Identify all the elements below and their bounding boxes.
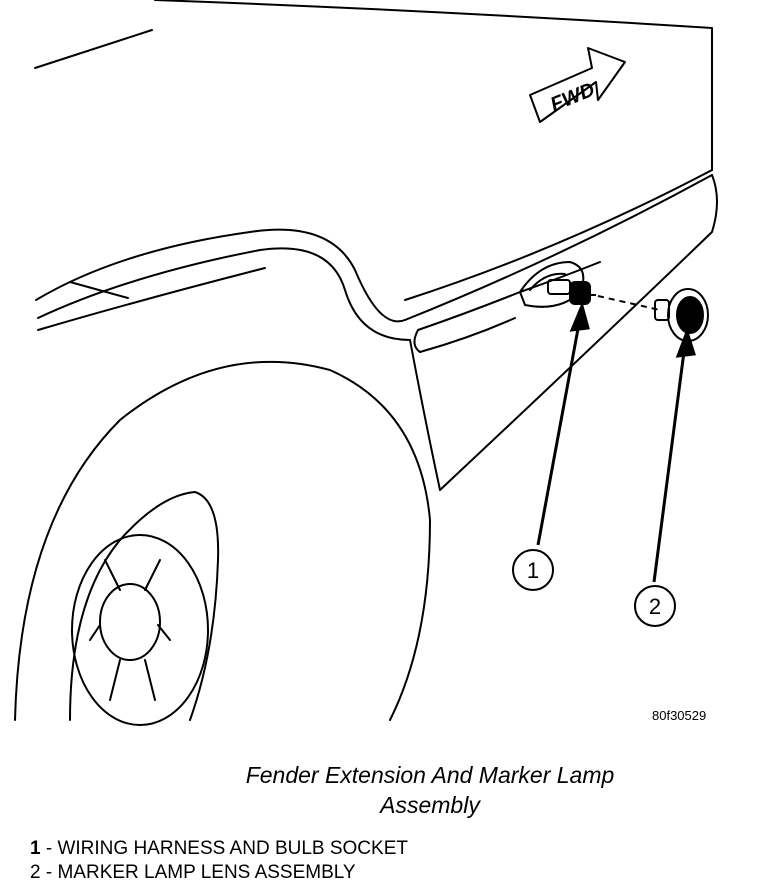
figure-caption: Fender Extension And Marker Lamp Assembl…	[150, 760, 710, 820]
callout-2: 2	[634, 585, 676, 627]
alignment-dashed-line	[597, 295, 661, 311]
callout-1-number: 1	[527, 558, 539, 583]
legend: 1 - WIRING HARNESS AND BULB SOCKET 2 - M…	[30, 837, 408, 885]
figure-code: 80f30529	[652, 708, 707, 723]
caption-line-2: Assembly	[380, 792, 480, 818]
fender-flare-lip	[37, 267, 266, 331]
caption-line-1: Fender Extension And Marker Lamp	[245, 762, 615, 788]
body-side-top	[154, 0, 713, 171]
marker-lamp-lens	[654, 288, 709, 342]
tire-outer	[14, 360, 431, 721]
leader-arrow-2	[652, 343, 687, 583]
wheel-rim	[71, 534, 209, 726]
fender-flare-outer	[35, 228, 406, 323]
fender-flare-inner	[37, 247, 411, 341]
fender-extension-front	[439, 174, 718, 491]
fender-extension-bottom	[409, 339, 441, 491]
legend-text: MARKER LAMP LENS ASSEMBLY	[57, 862, 356, 883]
fender-illustration: FWD 1 2	[14, 0, 718, 726]
hood-line	[34, 29, 153, 69]
legend-item-2: 2 - MARKER LAMP LENS ASSEMBLY	[30, 861, 408, 885]
fwd-arrow-icon: FWD	[529, 47, 626, 123]
body-panel-edge	[404, 169, 713, 301]
legend-separator: -	[40, 838, 58, 859]
tire-inner	[69, 491, 220, 721]
callout-1: 1	[512, 549, 554, 591]
bulb-socket	[547, 279, 596, 305]
socket-recess	[519, 261, 585, 308]
fender-extension-top	[404, 174, 713, 321]
leader-arrow-1	[536, 317, 582, 546]
legend-number: 2	[30, 862, 41, 883]
wheel-hub	[99, 583, 161, 661]
legend-text: WIRING HARNESS AND BULB SOCKET	[57, 838, 408, 859]
legend-number: 1	[30, 838, 41, 859]
legend-item-1: 1 - WIRING HARNESS AND BULB SOCKET	[30, 837, 408, 861]
legend-separator: -	[40, 862, 58, 883]
callout-2-number: 2	[649, 594, 661, 619]
